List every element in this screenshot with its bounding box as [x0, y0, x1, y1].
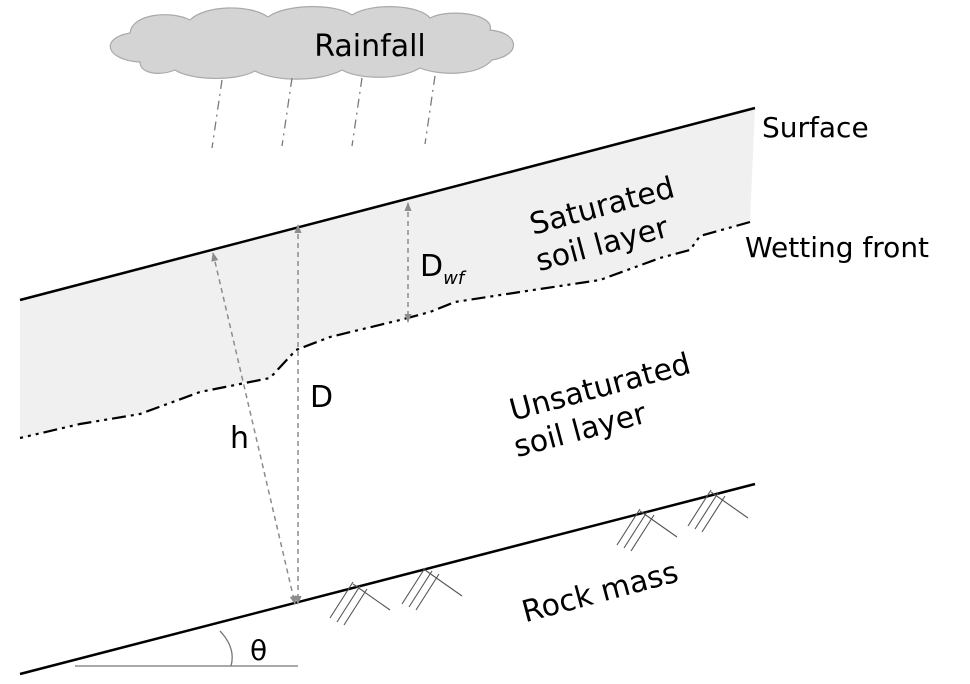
- rainfall-label: Rainfall: [314, 29, 426, 64]
- ground-surface-line: [19, 106, 756, 302]
- saturated-soil-region: [20, 108, 755, 438]
- dwf-label-main: D: [420, 249, 443, 284]
- h-arrow: [211, 252, 297, 605]
- h-label: h: [230, 421, 249, 456]
- rain-cloud: [109, 6, 515, 80]
- surface-label: Surface: [762, 111, 869, 144]
- dwf-label: Dwf: [420, 249, 467, 289]
- theta-label: θ: [250, 634, 267, 667]
- rock-hatching: [329, 489, 749, 626]
- d-label: D: [310, 380, 333, 415]
- wetting-front-label: Wetting front: [745, 231, 929, 264]
- dwf-label-subscript: wf: [443, 268, 467, 289]
- rock-mass-line: [19, 482, 756, 676]
- angle-arc: [219, 630, 233, 667]
- wetting-front-line: [19, 220, 751, 440]
- rain-streaks: [211, 75, 436, 149]
- rock-mass-label: Rock mass: [518, 555, 682, 630]
- dimension-arrows: [211, 202, 412, 605]
